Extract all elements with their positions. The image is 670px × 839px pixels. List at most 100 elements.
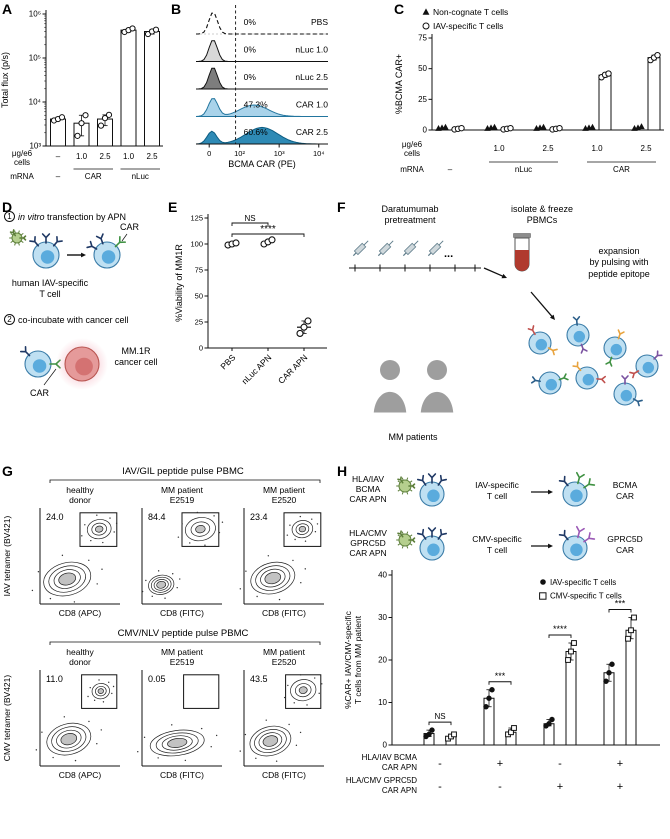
circle [300, 323, 308, 331]
daratumumab-line2: pretreatment [384, 215, 436, 226]
y-tick-label: 10⁵ [29, 54, 41, 63]
path [596, 375, 606, 384]
x-category: – [56, 152, 61, 161]
y-axis-title: %CAR+ IAV/CMV-specific [343, 610, 353, 709]
expansion-line1: expansion [598, 246, 640, 256]
contour-ring [86, 519, 112, 540]
y-tick-label: 10 [378, 698, 387, 707]
rect [183, 674, 220, 709]
line [377, 252, 382, 257]
sig-bracket [231, 233, 305, 237]
arrowhead [81, 252, 86, 258]
circle [556, 124, 563, 132]
path [558, 373, 569, 381]
car-result-label: BCMA [613, 480, 638, 490]
scatter-dot [101, 568, 103, 570]
step1-rest: transfection by APN [44, 212, 127, 222]
path [530, 376, 541, 384]
receptor-y [52, 235, 63, 247]
hist-percent: 47.3% [244, 100, 269, 110]
receptor-y [653, 350, 663, 360]
scatter-dot [304, 568, 306, 570]
flow-x-label: CD8 (FITC) [160, 608, 204, 618]
rect [508, 729, 514, 736]
circle [74, 132, 81, 139]
contour-ring [298, 686, 308, 694]
receptor-y [437, 474, 448, 486]
isolate-line2: PBMCs [526, 215, 558, 226]
scatter-dot [109, 517, 111, 519]
contour-ring [249, 725, 292, 757]
scatter-dot [213, 515, 215, 517]
apn-label: BCMA [356, 484, 381, 494]
receptor-y [575, 471, 585, 485]
scatter-dot [239, 588, 242, 590]
y-tick-label: 0 [199, 344, 203, 353]
sig-label: **** [553, 624, 568, 634]
person-icon [427, 360, 447, 380]
path [558, 475, 569, 487]
scatter-dot [318, 692, 320, 695]
sig-bracket [488, 681, 512, 685]
receptor-y [558, 373, 569, 381]
line [43, 368, 57, 386]
line [438, 240, 444, 246]
scatter-dot [239, 750, 241, 752]
condition-row-label: CAR APN [382, 786, 417, 795]
receptor-y [9, 229, 17, 237]
condition-sign: - [498, 781, 502, 793]
path [19, 235, 27, 241]
receptor-y [580, 343, 588, 354]
cell-nucleus [642, 361, 655, 374]
y-axis-title: T cells from MM patient [353, 615, 363, 704]
contour-ring [58, 572, 77, 586]
receptor-y [583, 532, 596, 543]
scatter-dot [63, 716, 66, 718]
histogram-curve [195, 67, 328, 90]
scatter-dot [299, 515, 302, 518]
scatter-dot [255, 757, 257, 760]
rect [511, 725, 517, 731]
hist-name: CAR 2.5 [296, 127, 328, 137]
flow-y-label: CMV tetramer (BV421) [2, 675, 12, 762]
tcell-type-label: T cell [487, 545, 507, 555]
column-title: donor [69, 657, 91, 667]
path [621, 375, 629, 385]
xrow2-label: mRNA [10, 172, 34, 181]
contour-ring [161, 735, 193, 751]
rect [625, 629, 637, 746]
panel-label-h: H [337, 463, 348, 479]
legend-label: IAV-specific T cells [433, 21, 503, 31]
path [397, 530, 404, 538]
gate-value: 84.4 [148, 512, 166, 522]
path [397, 476, 404, 484]
receptor-y [397, 476, 404, 484]
car-label-1: CAR [120, 222, 140, 232]
scatter-dot [176, 586, 178, 589]
x-category: 1.0 [76, 152, 88, 161]
path [95, 233, 104, 245]
triangle-marker [589, 123, 596, 130]
rect [120, 29, 137, 147]
column-title: donor [69, 495, 91, 505]
hist-name: nLuc 1.0 [295, 45, 328, 55]
contour-ring [250, 561, 296, 595]
scatter-dot [74, 759, 77, 762]
tcell-type-label: IAV-specific [475, 480, 520, 490]
tcell-type-label: CMV-specific [472, 534, 522, 544]
mm-patients-label: MM patients [388, 432, 438, 442]
person-body [420, 391, 454, 413]
scatter-dot [289, 524, 291, 526]
scatter-dot [96, 743, 98, 745]
contour-ring [43, 561, 92, 597]
path [572, 316, 581, 326]
y-tick-label: 50 [418, 64, 427, 73]
line [352, 252, 357, 257]
scatter-dot [196, 511, 199, 514]
path [52, 235, 63, 247]
scatter-dot [84, 524, 86, 526]
